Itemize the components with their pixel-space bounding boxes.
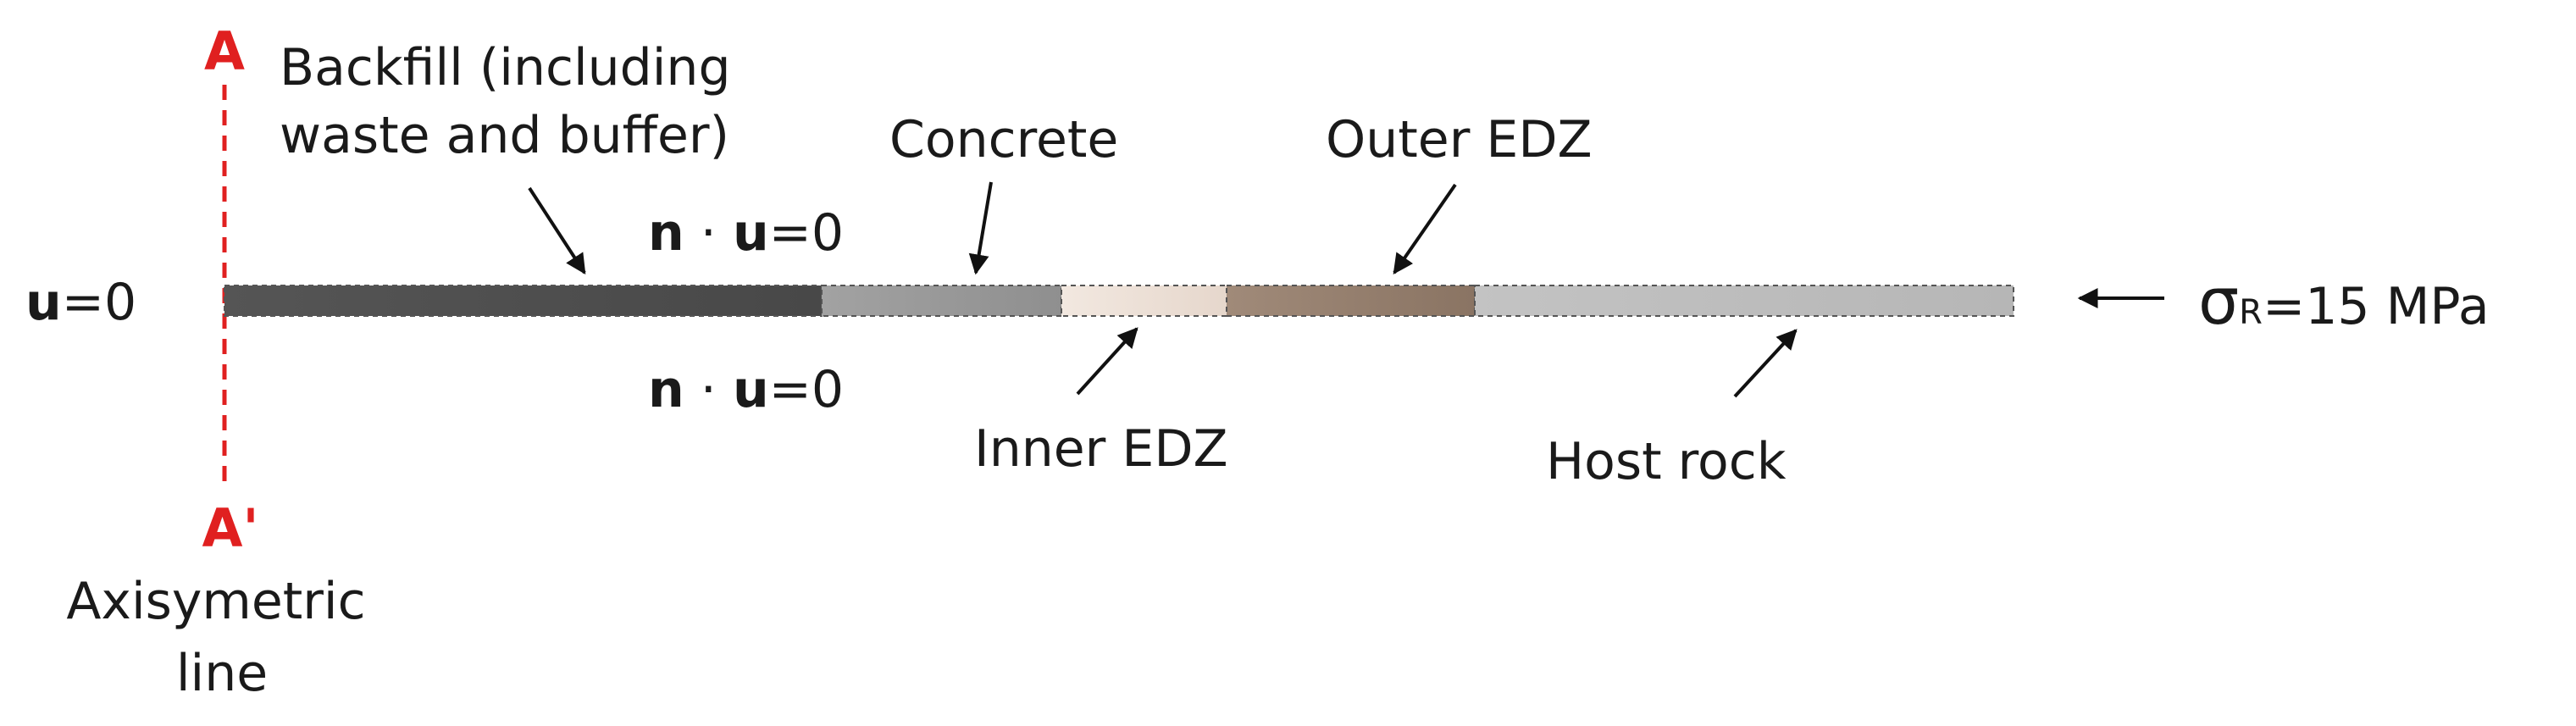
label-inner-edz-group: Inner EDZ: [974, 327, 1228, 479]
bc-bottom-u: u: [733, 360, 769, 419]
arrow-host-rock: [1733, 329, 1798, 398]
arrow-backfill: [528, 186, 586, 275]
label-backfill-line1: Backfill (including: [280, 38, 731, 97]
segment-host-rock: [1474, 285, 2014, 317]
label-host-rock-group: Host rock: [1546, 329, 1798, 491]
material-strip: [224, 285, 2014, 317]
axisymmetric-line-group: A A' Axisymetric line: [66, 20, 365, 703]
axis-caption-line1: Axisymetric: [66, 572, 365, 631]
bc-top-u: u: [733, 203, 769, 263]
arrow-inner-edz: [1076, 327, 1138, 396]
arrow-outer-edz: [1393, 183, 1457, 274]
axis-bottom-label: A': [202, 497, 259, 559]
label-concrete: Concrete: [889, 110, 1118, 169]
bc-bottom-rest: =0: [769, 360, 844, 419]
bc-right-sub: R: [2239, 293, 2263, 332]
label-outer-edz: Outer EDZ: [1326, 110, 1593, 169]
arrow-concrete: [968, 181, 993, 275]
bc-bottom: n · u=0: [648, 360, 844, 419]
label-backfill-group: Backfill (including waste and buffer): [280, 38, 731, 275]
axis-top-label: A: [204, 20, 245, 82]
bc-right-group: σR=15 MPa: [2077, 263, 2490, 339]
label-outer-edz-group: Outer EDZ: [1326, 110, 1593, 274]
bc-left-symbol: u: [25, 273, 62, 332]
segment-backfill: [224, 285, 823, 317]
segment-outer-edz: [1226, 285, 1476, 317]
axis-caption-line2: line: [176, 644, 268, 703]
bc-top-dot: ·: [684, 203, 733, 263]
segment-inner-edz: [1061, 285, 1227, 317]
bc-top: n · u=0: [648, 203, 844, 263]
label-concrete-group: Concrete: [889, 110, 1118, 275]
bc-right-rest: =15 MPa: [2263, 277, 2490, 336]
bc-top-n: n: [648, 203, 684, 263]
segment-concrete: [821, 285, 1062, 317]
label-backfill-line2: waste and buffer): [280, 106, 729, 165]
bc-right: σR=15 MPa: [2198, 263, 2490, 339]
bc-top-rest: =0: [769, 203, 844, 263]
bc-bottom-n: n: [648, 360, 684, 419]
bc-bottom-dot: ·: [684, 360, 733, 419]
bc-left-rest: =0: [62, 273, 136, 332]
bc-left: u=0: [25, 273, 136, 332]
label-inner-edz: Inner EDZ: [974, 419, 1228, 479]
label-host-rock: Host rock: [1546, 432, 1787, 491]
bc-right-sigma: σ: [2198, 263, 2239, 339]
